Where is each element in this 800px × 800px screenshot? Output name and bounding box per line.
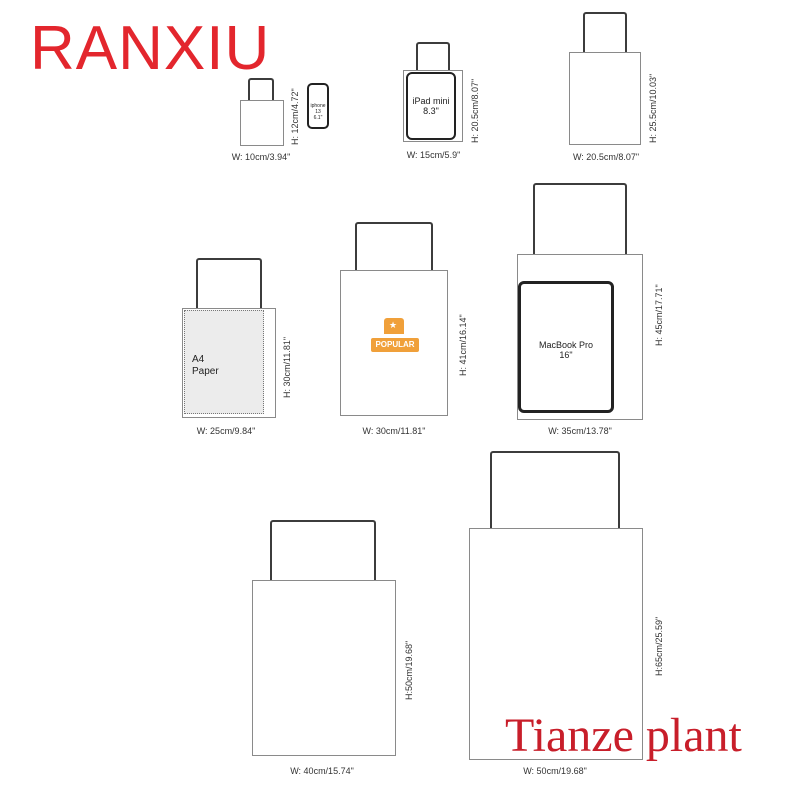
iphone-name: iphone bbox=[310, 103, 326, 109]
macbook-size: 16" bbox=[559, 350, 573, 361]
popular-badge: POPULAR bbox=[371, 338, 419, 352]
iphone-size: 6.1" bbox=[313, 114, 323, 121]
macbook-label: MacBook Pro 16" bbox=[520, 340, 612, 361]
popular-badge-top bbox=[384, 318, 404, 334]
ipad-size: 8.3" bbox=[423, 106, 439, 117]
bag-body bbox=[252, 580, 396, 756]
bag-body bbox=[240, 100, 284, 146]
ipad-outline bbox=[406, 72, 456, 140]
ipad-name: iPad mini bbox=[412, 96, 450, 106]
bag-width-label: W: 30cm/11.81" bbox=[362, 426, 426, 436]
bag-handle bbox=[355, 222, 433, 274]
bag-width-label: W: 50cm/19.68" bbox=[523, 766, 587, 776]
bag-height-label: H: 25.5cm/10.03" bbox=[648, 73, 658, 143]
bag-height-label: H: 12cm/4.72" bbox=[290, 88, 300, 145]
paper-type: Paper bbox=[192, 365, 219, 377]
bag-handle bbox=[583, 12, 627, 54]
paper-label: A4 Paper bbox=[192, 354, 252, 377]
paper-name: A4 bbox=[192, 354, 205, 365]
bag-width-label: W: 25cm/9.84" bbox=[196, 426, 256, 436]
bag-width-label: W: 15cm/5.9" bbox=[406, 150, 461, 160]
iphone-label: iphone 13 6.1" bbox=[307, 103, 329, 121]
bag-height-label: H:65cm/25.59" bbox=[654, 616, 664, 676]
bag-height-label: H: 45cm/17.71" bbox=[654, 284, 664, 346]
bag-handle bbox=[490, 451, 620, 531]
a4-paper bbox=[184, 310, 264, 414]
bag-handle bbox=[248, 78, 274, 102]
watermark-text: Tianze plant bbox=[505, 709, 742, 762]
bag-width-label: W: 10cm/3.94" bbox=[231, 152, 291, 162]
bag-height-label: H: 20.5cm/8.07" bbox=[470, 78, 480, 143]
iphone-model: 13 bbox=[315, 108, 321, 115]
macbook-name: MacBook Pro bbox=[538, 340, 594, 350]
ipad-label: iPad mini 8.3" bbox=[404, 96, 458, 117]
star-icon: ★ bbox=[389, 320, 398, 330]
brand-logo: RANXIU bbox=[30, 14, 271, 83]
bag-body bbox=[469, 528, 643, 760]
bag-width-label: W: 35cm/13.78" bbox=[548, 426, 612, 436]
iphone-outline bbox=[307, 83, 329, 129]
bag-handle bbox=[196, 258, 262, 310]
bag-height-label: H: 41cm/16.14" bbox=[458, 314, 468, 376]
bag-width-label: W: 20.5cm/8.07" bbox=[572, 152, 640, 162]
macbook-outline bbox=[518, 281, 614, 413]
bag-handle bbox=[416, 42, 450, 72]
bag-handle bbox=[270, 520, 376, 582]
bag-handle bbox=[533, 183, 627, 255]
bag-body bbox=[569, 52, 641, 145]
bag-width-label: W: 40cm/15.74" bbox=[290, 766, 354, 776]
bag-height-label: H: 30cm/11.81" bbox=[282, 336, 292, 398]
bag-height-label: H:50cm/19.68" bbox=[404, 640, 414, 700]
